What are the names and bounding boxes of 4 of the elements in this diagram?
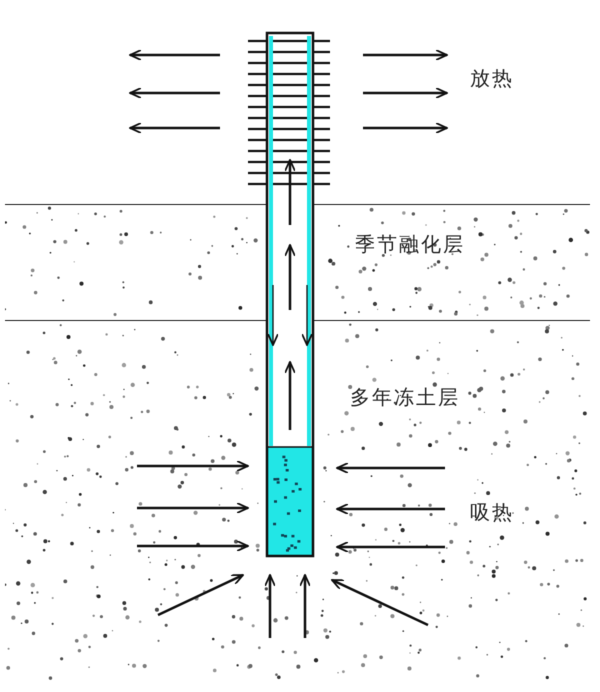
diagram-label: 多年冻土层 [350,385,460,409]
diagram-label: 放热 [470,66,514,90]
diagram-label: 吸热 [470,500,514,524]
diagram-label: 季节融化层 [355,232,465,256]
